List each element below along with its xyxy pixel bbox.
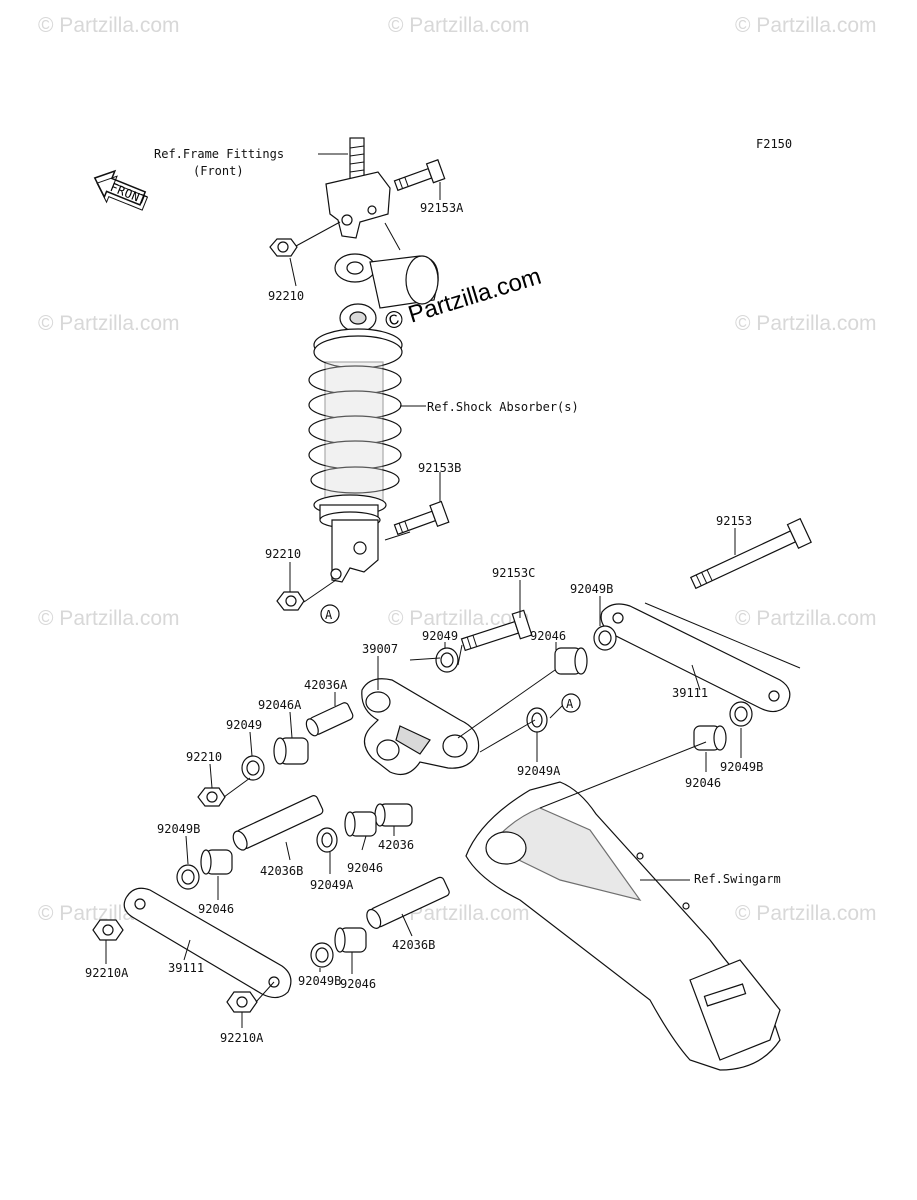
part-label: 92046A — [258, 698, 302, 712]
sleeve-42036 — [374, 803, 413, 827]
part-number-labels: 92153A 92210 92153B 92210 92153 92153C 9… — [85, 201, 763, 1045]
part-label: 92049A — [310, 878, 354, 892]
rocker-arm-39007 — [361, 678, 480, 775]
watermark-text: © Partzilla.com — [735, 607, 877, 630]
marker-a-left: A — [320, 604, 340, 624]
front-label: FRONT — [108, 180, 149, 207]
watermark-text: © Partzilla.com — [735, 902, 877, 925]
front-direction-arrow: FRONT — [93, 169, 149, 211]
watermark-text: © Partzilla.com — [735, 312, 877, 335]
bolt-92153A — [393, 159, 446, 192]
bushing-92046-right — [693, 725, 727, 751]
part-label: 92046 — [685, 776, 721, 790]
part-label: 92210 — [186, 750, 222, 764]
nut-92210-mid — [276, 591, 305, 611]
bushing-92046-bottom — [334, 927, 367, 953]
washer-92049B-right — [729, 701, 753, 727]
part-label: 92210A — [220, 1031, 264, 1045]
bolt-92153 — [689, 517, 812, 590]
watermark-text: © Partzilla.com — [38, 607, 180, 630]
ref-frame-fittings: Ref.Frame Fittings — [154, 147, 284, 161]
washer-92049A-center — [316, 827, 338, 853]
watermark-text: © Partzilla.com — [38, 312, 180, 335]
part-label: 92049B — [157, 822, 200, 836]
nut-92210A-left — [92, 919, 124, 941]
part-label: 92210A — [85, 966, 129, 980]
figure-code: F2150 — [756, 137, 792, 151]
nut-92210-top — [269, 238, 298, 257]
marker-a-right: A — [561, 693, 581, 713]
bushing-92046A — [273, 737, 309, 765]
part-label: 92153 — [716, 514, 752, 528]
part-label: 39007 — [362, 642, 398, 656]
watermark-text: © Partzilla.com — [388, 902, 530, 925]
part-label: 42036A — [304, 678, 348, 692]
part-label: 92049B — [720, 760, 763, 774]
part-label: 92046 — [198, 902, 234, 916]
washer-92049B-left — [176, 864, 200, 890]
bolt-92153C — [460, 609, 533, 652]
part-label: 92049 — [422, 629, 458, 643]
part-label: 92210 — [268, 289, 304, 303]
part-label: 92049A — [517, 764, 561, 778]
part-label: 92046 — [347, 861, 383, 875]
tie-rod-39111-right — [600, 603, 791, 713]
bushing-92046-left — [200, 849, 233, 875]
leader-lines — [105, 153, 801, 1028]
part-label: 92153A — [420, 201, 464, 215]
shock-top-bracket — [325, 171, 391, 239]
watermark-text: © Partzilla.com — [38, 14, 180, 37]
watermark-text: © Partzilla.com — [388, 607, 530, 630]
part-label: 92049 — [226, 718, 262, 732]
shock-absorber — [308, 253, 439, 583]
marker-a-right-text: A — [566, 697, 574, 711]
ref-frame-fittings-sub: (Front) — [193, 164, 244, 178]
marker-a-left-text: A — [325, 608, 333, 622]
part-label: 92210 — [265, 547, 301, 561]
washer-92049B-top — [593, 625, 617, 651]
part-label: 92153B — [418, 461, 461, 475]
part-label: 92049B — [570, 582, 613, 596]
part-label: 92153C — [492, 566, 535, 580]
part-label: 42036B — [260, 864, 303, 878]
part-label: 42036B — [392, 938, 435, 952]
watermark-text: © Partzilla.com — [388, 14, 530, 37]
nut-92210-left — [197, 787, 226, 807]
sleeve-42036A — [305, 702, 354, 737]
bushing-92046-mid — [554, 647, 588, 675]
washer-92049-mid — [435, 647, 459, 673]
part-label: 42036 — [378, 838, 414, 852]
ref-shock-absorber: Ref.Shock Absorber(s) — [427, 400, 579, 414]
part-label: 92046 — [530, 629, 566, 643]
part-label: 39111 — [168, 961, 204, 975]
part-label: 92049B — [298, 974, 341, 988]
washer-92049B-bottom — [310, 942, 334, 968]
part-label: 39111 — [672, 686, 708, 700]
washer-92049A-right — [526, 707, 548, 733]
washer-92049-left — [241, 755, 265, 781]
ref-swingarm: Ref.Swingarm — [694, 872, 781, 886]
swingarm — [465, 781, 781, 1071]
sleeve-42036B-left — [232, 795, 324, 851]
reference-labels: Ref.Frame Fittings (Front) Ref.Shock Abs… — [154, 147, 781, 886]
watermark-text: © Partzilla.com — [735, 14, 877, 37]
bushing-92046-center — [344, 811, 377, 837]
bolt-92153B — [393, 500, 450, 536]
sleeve-42036B-bottom — [366, 876, 450, 929]
part-label: 92046 — [340, 977, 376, 991]
nut-92210A-bottom — [226, 991, 258, 1013]
